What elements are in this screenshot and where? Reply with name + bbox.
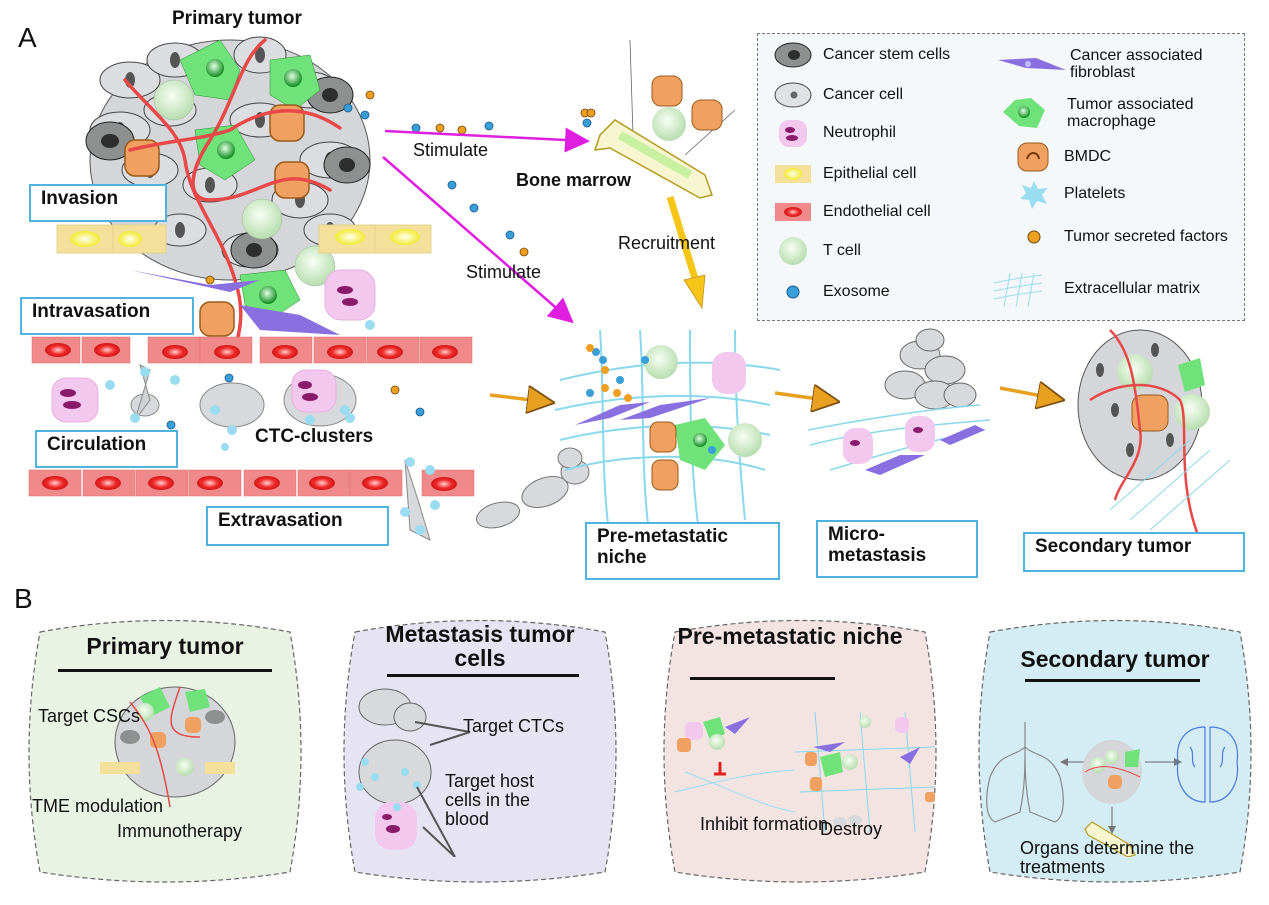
card-title: Primary tumor: [86, 633, 244, 659]
title-underline: [387, 674, 579, 677]
stimulate-arrow-niche: [382, 156, 574, 324]
stage-label-pre-metastatic-niche: Pre-metastatic niche: [585, 522, 780, 580]
migrating-cells: [476, 447, 590, 529]
tumor-secreted-factors: [205, 90, 596, 395]
platelet-icon: [1020, 181, 1048, 209]
legend-item: Extracellular matrix: [992, 269, 1200, 309]
niche-thumbnail: [674, 712, 935, 832]
bone-marrow-label: Bone marrow: [516, 170, 632, 190]
card-metastasis-tumor-cells: Metastasis tumor cells Target CTCs Targe…: [335, 617, 625, 887]
progression-arrow-3: [999, 388, 1058, 399]
recruitment-arrow: [666, 195, 701, 287]
recruitment-label: Recruitment: [618, 233, 716, 253]
panel-b-letter: B: [14, 583, 33, 614]
stage-label-circulation: Circulation: [35, 430, 178, 468]
tumor-associated-macrophage-icon: [1003, 98, 1045, 128]
panel-a-letter: A: [18, 22, 37, 53]
legend-item: BMDC: [1014, 142, 1111, 172]
endothelial-cell-icon: [775, 203, 811, 221]
ctc-clusters-label: CTC-clusters: [255, 426, 374, 447]
card-title: Metastasis tumor cells: [385, 621, 575, 672]
tme-modulation-label: TME modulation: [32, 796, 164, 816]
epithelial-layer: [56, 224, 432, 254]
card-title: Pre-metastatic niche: [677, 623, 903, 649]
platelets: [105, 320, 440, 535]
stimulate-label-1: Stimulate: [413, 140, 489, 160]
stimulate-label-2: Stimulate: [466, 262, 542, 282]
stage-label-secondary-tumor: Secondary tumor: [1023, 532, 1245, 572]
target-host-cells-label: Target host cells in the blood: [445, 771, 535, 829]
neutrophil-icon: [779, 120, 807, 147]
t-cell-icon: [779, 237, 807, 265]
stimulate-arrow-bone-marrow: [384, 127, 590, 153]
pre-metastatic-niche-illustration: [554, 329, 781, 541]
cancer-cell-icon: [774, 82, 812, 108]
blood-vessel-lower: [28, 469, 475, 497]
cancer-stem-cell-icon: [774, 42, 812, 68]
legend-item: Neutrophil: [773, 118, 896, 148]
brain-icon: [1176, 726, 1239, 803]
stage-label-micro-metastasis: Micro-metastasis: [816, 520, 978, 578]
card-secondary-tumor: Secondary tumor Organs determine the tre…: [970, 617, 1260, 887]
title-underline: [58, 669, 272, 672]
legend-item: Platelets: [1014, 179, 1125, 209]
legend-item: Exosome: [773, 277, 890, 307]
progression-arrow-1: [489, 395, 548, 402]
fibroblast: [130, 270, 260, 292]
legend-item: Endothelial cell: [773, 197, 931, 227]
bone-marrow-illustration: [593, 39, 736, 199]
exosome-icon: [786, 285, 800, 299]
card-primary-tumor: Primary tumor Target CSCs TME modulation…: [20, 617, 310, 887]
card-background: [663, 619, 937, 883]
card-title: Secondary tumor: [1020, 646, 1210, 672]
progression-arrow-2: [774, 393, 833, 401]
legend-item: Tumor associated macrophage: [1001, 96, 1244, 132]
micro-metastasis-illustration: [807, 328, 991, 475]
legend-item: Tumor secreted factors: [1014, 222, 1228, 252]
stage-label-intravasation: Intravasation: [20, 297, 194, 335]
lung-icon: [986, 722, 1064, 823]
organs-thumbnail: [986, 722, 1239, 857]
legend-item: Cancer stem cells: [773, 40, 950, 70]
target-ctcs-label: Target CTCs: [463, 716, 565, 736]
immunotherapy-label: Immunotherapy: [117, 821, 243, 841]
target-cscs-label: Target CSCs: [38, 706, 141, 726]
card-pre-metastatic-niche: Pre-metastatic niche Inhibit formation D…: [655, 617, 945, 887]
primary-tumor-thumbnail: [100, 686, 236, 808]
circulating-cells: [51, 364, 431, 541]
tumor-secreted-factor-icon: [1027, 230, 1041, 244]
title-underline: [1025, 679, 1200, 682]
legend: Cancer stem cells Cancer cell Neutrophil…: [757, 33, 1245, 321]
extracellular-matrix-icon: [993, 272, 1043, 308]
legend-item: Cancer cell: [773, 80, 903, 110]
legend-item: T cell: [773, 236, 861, 266]
legend-item: Epithelial cell: [773, 159, 916, 189]
primary-tumor-title: Primary tumor: [172, 8, 302, 29]
stage-label-invasion: Invasion: [29, 184, 167, 222]
stage-label-extravasation: Extravasation: [206, 506, 389, 546]
title-underline: [690, 677, 835, 680]
legend-item: Cancer associated fibroblast: [996, 47, 1244, 82]
bmdc-icon: [1017, 142, 1049, 172]
cancer-associated-fibroblast-icon: [998, 57, 1066, 70]
organs-determine-label: Organs determine the treatments: [1020, 838, 1195, 877]
fibroblast: [240, 305, 340, 335]
inhibit-formation-label: Inhibit formation: [700, 814, 829, 834]
bone-icon: [1084, 821, 1136, 857]
secondary-tumor-illustration: [1077, 329, 1231, 541]
destroy-label: Destroy: [820, 819, 883, 839]
neutrophil: [324, 269, 376, 321]
blood-vessel-upper: [31, 336, 473, 364]
ctc-thumbnail: [356, 688, 471, 857]
epithelial-cell-icon: [775, 165, 811, 183]
